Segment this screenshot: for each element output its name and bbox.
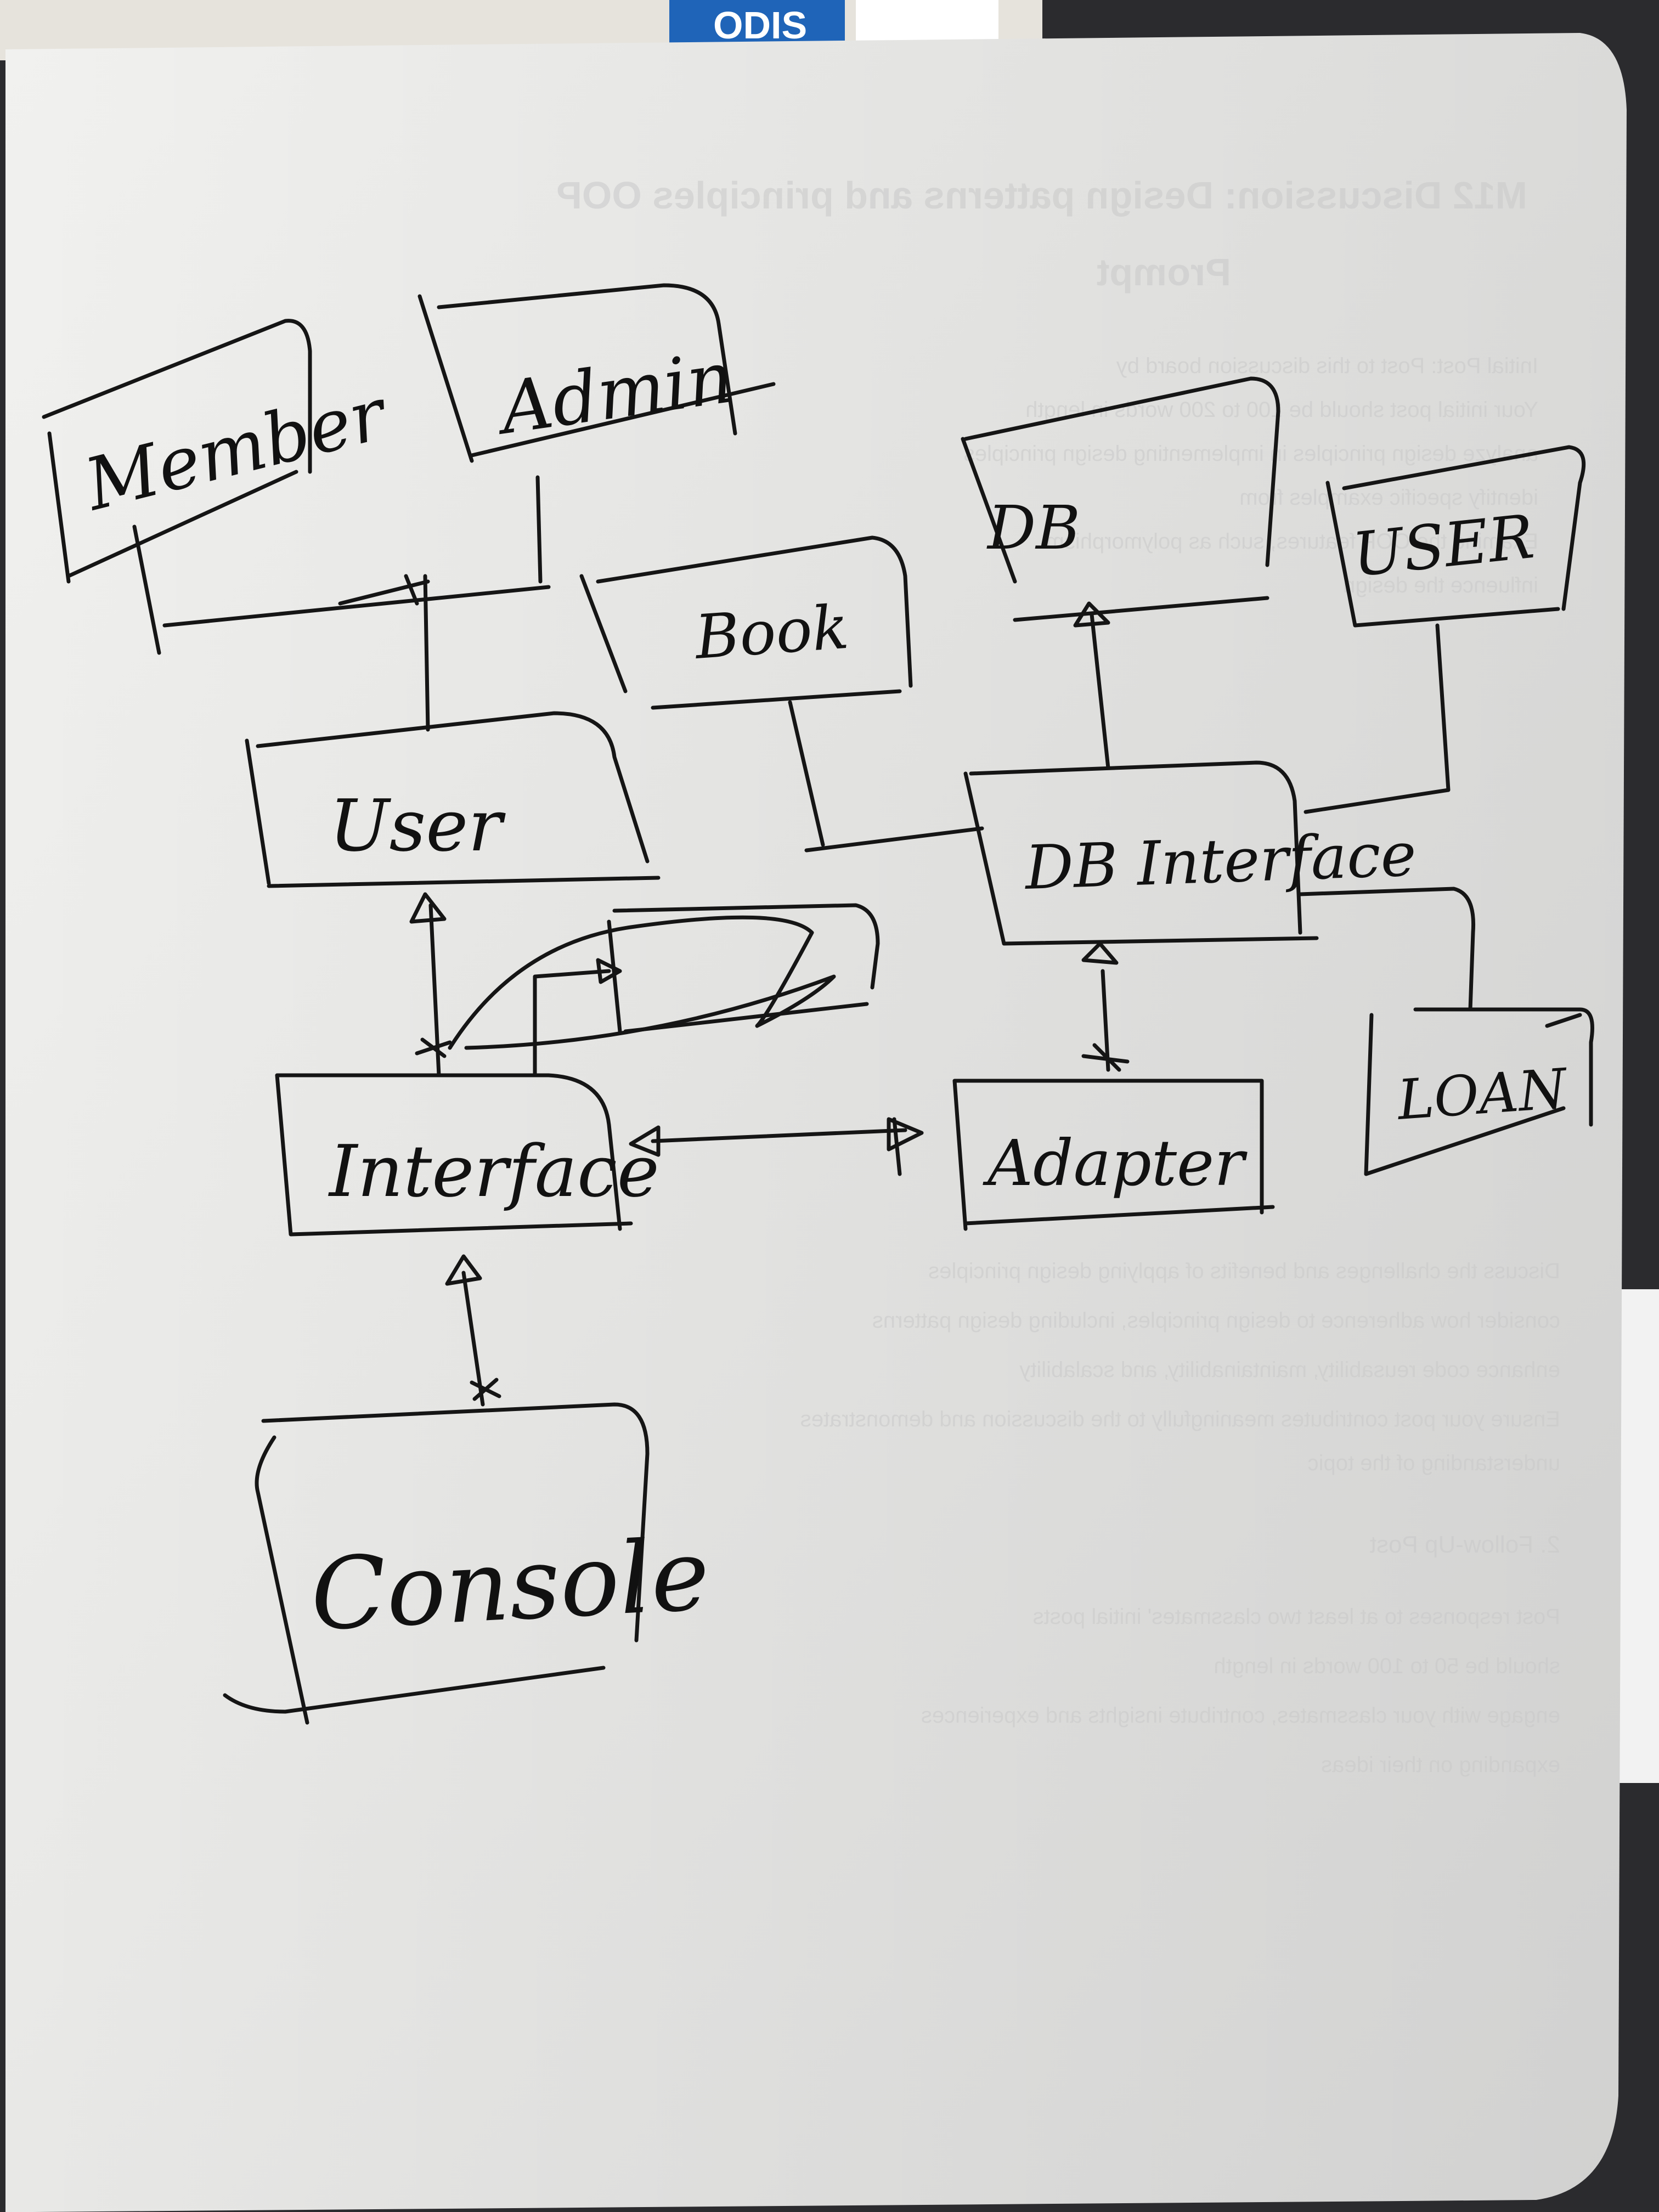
- adapter-to-dbinterface-arrowhead: [1081, 941, 1119, 965]
- adapter-box: [952, 1079, 1275, 1231]
- mirrored-line: engage with your classmates, contribute …: [921, 1703, 1560, 1728]
- mirrored-back-text: M12 Discussion: Design patterns and prin…: [556, 174, 1560, 1777]
- interface-box: [275, 1073, 633, 1237]
- loan-box: [1298, 887, 1594, 1176]
- mirrored-line: 2. Follow-Up Post: [1370, 1531, 1560, 1558]
- console-label: Console: [308, 1517, 712, 1653]
- dbinterface-to-db-edge: [1090, 612, 1110, 770]
- mirrored-line: analyze design principles in implementin…: [964, 442, 1538, 466]
- adapter-star-mark: [1081, 1043, 1130, 1072]
- dbinterface-to-db-arrowhead: [1073, 601, 1110, 628]
- interface-self-loop-arrowhead: [596, 958, 622, 984]
- console-box: [223, 1402, 650, 1725]
- interface-adapter-arrowhead-right: [887, 1117, 924, 1152]
- book-label: Book: [692, 592, 851, 673]
- admin-box: [417, 283, 776, 584]
- interface-self-loop-curve: [448, 915, 836, 1050]
- adapter-label: Adapter: [983, 1127, 1248, 1200]
- mirrored-line: understanding of the topic: [1308, 1451, 1560, 1475]
- book-to-dbinterface-edge: [788, 700, 984, 853]
- member-box: [42, 319, 312, 584]
- dbinterface-box: [963, 760, 1319, 946]
- mirrored-line: identify specific examples from: [1239, 486, 1538, 510]
- user-box: [245, 711, 661, 888]
- mirrored-line: should be 50 to 100 words in length: [1214, 1654, 1560, 1678]
- mirrored-line: Post responses to at least two classmate…: [1033, 1605, 1560, 1629]
- mirrored-line: Discuss the challenges and benefits of a…: [928, 1259, 1560, 1283]
- console-to-interface-edge: [461, 1271, 485, 1407]
- member-admin-to-user-edge: [132, 524, 551, 732]
- mirrored-line: influence the design: [1343, 573, 1538, 597]
- user-right-box: [1325, 445, 1586, 628]
- book-box: [579, 535, 913, 710]
- mirrored-subheading: Prompt: [1097, 251, 1231, 294]
- interface-to-user-arrowhead: [409, 892, 447, 924]
- interface-to-user-tail: [415, 1037, 452, 1058]
- mirrored-line: Ensure your post contributes meaningfull…: [800, 1407, 1560, 1431]
- userright-to-dbinterface-edge: [1304, 623, 1451, 814]
- mirrored-line: expanding on their ideas: [1321, 1753, 1560, 1777]
- paper-shadow: [5, 33, 1627, 2212]
- adapter-to-dbinterface-edge: [1101, 969, 1110, 1072]
- loan-label: LOAN: [1395, 1056, 1571, 1132]
- interface-adapter-arrowhead-left: [629, 1125, 661, 1157]
- diagram-strokes: [42, 283, 1594, 1725]
- db-label: DB: [986, 493, 1080, 563]
- mirrored-heading: M12 Discussion: Design patterns and prin…: [556, 174, 1527, 217]
- interface-label: Interface: [328, 1130, 659, 1213]
- mirrored-line: consider how adherence to design princip…: [872, 1308, 1560, 1333]
- user-label: User: [329, 784, 506, 867]
- blue-tab-text: ODIS: [713, 4, 807, 47]
- db-box: [961, 376, 1280, 622]
- mirrored-line: Examine the OOP features, such as polymo…: [1046, 529, 1538, 554]
- mirrored-line: enhance code reusability, maintainabilit…: [1019, 1358, 1560, 1382]
- dbinterface-label: DB Interface: [1023, 819, 1417, 903]
- console-to-interface-arrowhead: [445, 1254, 482, 1286]
- mirrored-line: Initial Post: Post to this discussion bo…: [1116, 354, 1538, 378]
- interface-self-loop: [533, 903, 880, 1077]
- console-star-mark: [470, 1378, 501, 1401]
